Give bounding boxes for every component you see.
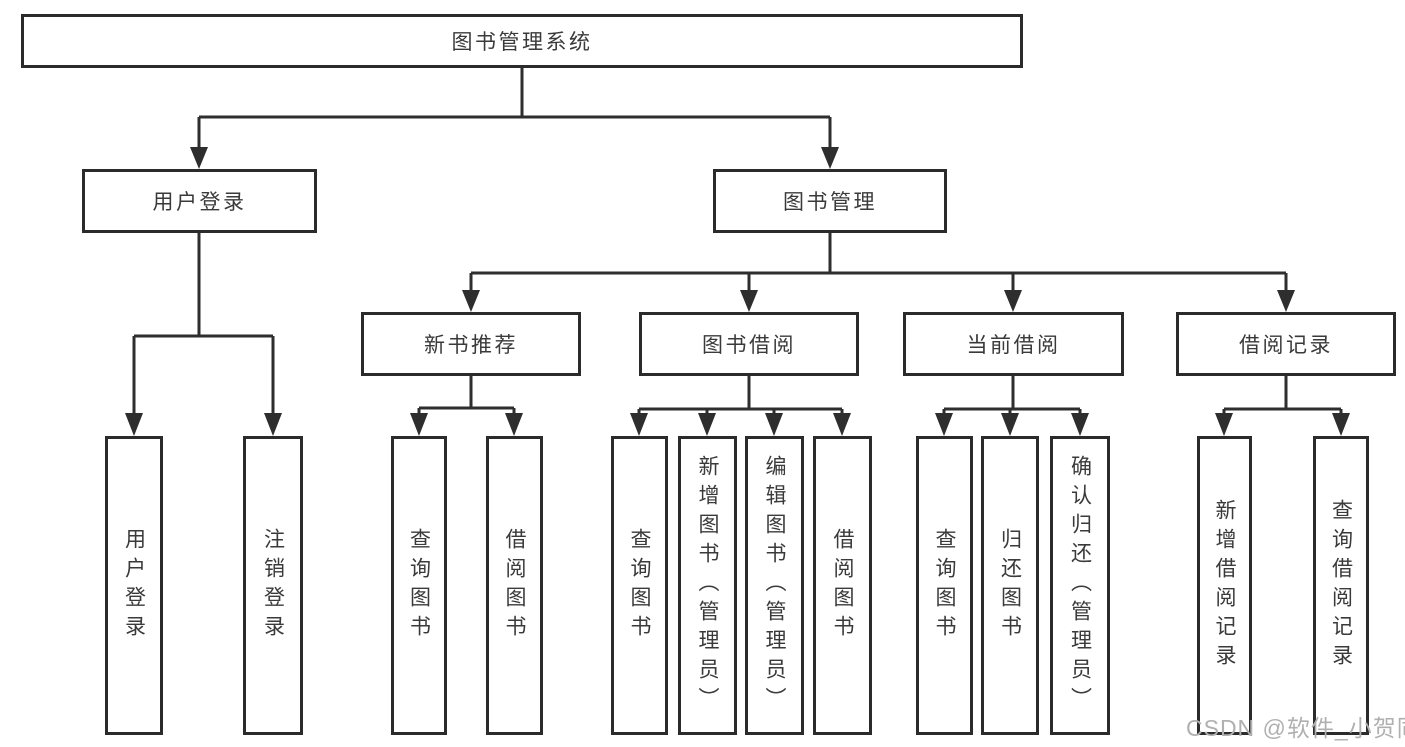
connector-borrow-record-branch — [1215, 376, 1350, 436]
leaf-query-borrow-record: 查询借阅记录 — [1313, 436, 1369, 735]
connector-current-borrow-branch — [935, 376, 1089, 436]
leaf-query-book-borrow: 查询图书 — [611, 436, 668, 735]
leaf-add-book-admin: 新增图书（管理员） — [678, 436, 737, 735]
connector-book-management-branch — [462, 233, 1295, 312]
leaf-user-login: 用户登录 — [105, 436, 163, 735]
leaf-borrow-book: 借阅图书 — [813, 436, 872, 735]
leaf-logout: 注销登录 — [243, 436, 303, 735]
node-new-book-recommend-label: 新书推荐 — [424, 334, 518, 357]
leaf-query-book-borrow-label: 查询图书 — [628, 527, 651, 644]
leaf-return-book-label: 归还图书 — [998, 527, 1022, 644]
leaf-logout-label: 注销登录 — [261, 527, 285, 644]
node-book-borrow-label: 图书借阅 — [702, 334, 796, 357]
node-book-management: 图书管理 — [713, 169, 947, 233]
leaf-add-borrow-record: 新增借阅记录 — [1197, 436, 1252, 735]
node-new-book-recommend: 新书推荐 — [361, 312, 581, 376]
connector-user-login-branch — [125, 233, 282, 436]
leaf-confirm-return-admin-label: 确认归还（管理员） — [1068, 455, 1092, 716]
connector-book-borrow-branch — [630, 376, 851, 436]
connector-root-branch — [190, 68, 839, 169]
leaf-query-book-recommend-label: 查询图书 — [407, 527, 431, 644]
leaf-edit-book-admin: 编辑图书（管理员） — [745, 436, 804, 735]
leaf-query-book-current: 查询图书 — [916, 436, 973, 735]
leaf-query-book-recommend: 查询图书 — [391, 436, 447, 735]
node-root: 图书管理系统 — [21, 14, 1023, 68]
node-root-label: 图书管理系统 — [451, 31, 593, 54]
watermark: CSDN @软件_小贺同学 — [1186, 715, 1405, 741]
leaf-borrow-book-recommend-label: 借阅图书 — [503, 527, 526, 644]
node-borrow-record: 借阅记录 — [1176, 312, 1396, 376]
leaf-user-login-label: 用户登录 — [122, 527, 146, 644]
node-user-login: 用户登录 — [82, 169, 317, 233]
leaf-edit-book-admin-label: 编辑图书（管理员） — [763, 455, 786, 716]
node-current-borrow-label: 当前借阅 — [966, 334, 1061, 357]
node-user-login-label: 用户登录 — [152, 191, 247, 214]
node-book-management-label: 图书管理 — [783, 191, 877, 214]
leaf-return-book: 归还图书 — [981, 436, 1039, 735]
connector-new-book-branch — [410, 376, 523, 436]
node-current-borrow: 当前借阅 — [903, 312, 1124, 376]
node-book-borrow: 图书借阅 — [639, 312, 859, 376]
leaf-query-borrow-record-label: 查询借阅记录 — [1329, 498, 1353, 673]
leaf-borrow-book-recommend: 借阅图书 — [486, 436, 543, 735]
leaf-borrow-book-label: 借阅图书 — [831, 527, 854, 644]
leaf-add-borrow-record-label: 新增借阅记录 — [1213, 498, 1236, 673]
leaf-confirm-return-admin: 确认归还（管理员） — [1050, 436, 1110, 735]
leaf-add-book-admin-label: 新增图书（管理员） — [696, 455, 719, 716]
node-borrow-record-label: 借阅记录 — [1239, 334, 1333, 357]
leaf-query-book-current-label: 查询图书 — [933, 527, 956, 644]
